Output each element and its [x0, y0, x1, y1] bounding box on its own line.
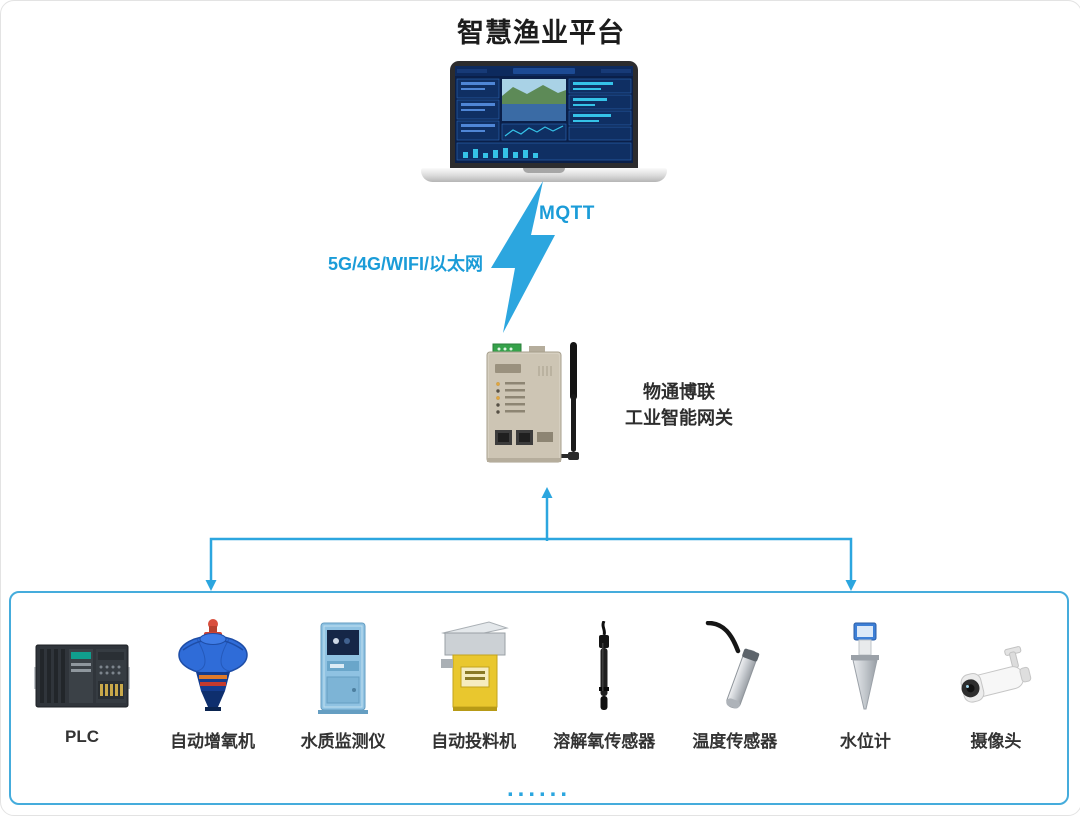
dissolved-oxygen-sensor-icon [591, 605, 617, 715]
antenna-icon [570, 342, 577, 400]
camera-icon [950, 605, 1042, 715]
gateway-icon [486, 342, 579, 463]
device-label: 温度传感器 [692, 732, 778, 751]
device-label: 自动增氧机 [170, 732, 256, 751]
device-label: 摄像头 [970, 732, 1022, 751]
device-item-auto-feeder: 自动投料机 [411, 605, 537, 803]
gateway-label-line2: 工业智能网关 [625, 408, 733, 428]
device-label: PLC [65, 727, 99, 746]
aerator-icon [171, 605, 255, 715]
temperature-sensor-icon [702, 605, 768, 715]
water-level-gauge-icon [839, 605, 891, 715]
laptop-screen [450, 61, 638, 169]
laptop-base [421, 168, 667, 182]
gateway-label: 物通博联 工业智能网关 [609, 379, 749, 431]
device-box: PLC 自动增氧机 [9, 591, 1069, 805]
bus-lines [209, 495, 853, 582]
device-item-aerator: 自动增氧机 [150, 605, 276, 803]
laptop-notch [523, 168, 565, 173]
plc-icon [34, 605, 130, 715]
device-label: 自动投料机 [431, 732, 517, 751]
auto-feeder-icon [431, 605, 517, 715]
gateway-device [471, 334, 591, 476]
device-label: 溶解氧传感器 [553, 732, 656, 751]
device-label: 水位计 [839, 732, 891, 751]
device-item-water-quality-monitor: 水质监测仪 [280, 605, 406, 803]
more-devices-ellipsis: ...... [506, 775, 571, 802]
device-item-water-level-gauge: 水位计 [802, 605, 928, 803]
page-title: 智慧渔业平台 [457, 18, 625, 48]
arrowheads [205, 487, 857, 591]
device-item-temperature-sensor: 温度传感器 [672, 605, 798, 803]
device-label: 水质监测仪 [300, 732, 386, 751]
device-item-dissolved-oxygen-sensor: 溶解氧传感器 [541, 605, 667, 803]
device-item-camera: 摄像头 [933, 605, 1059, 803]
device-item-plc: PLC [19, 605, 145, 803]
water-quality-monitor-icon [314, 605, 372, 715]
mqtt-protocol-label: MQTT [539, 203, 595, 224]
gateway-label-line1: 物通博联 [643, 382, 715, 402]
network-types-label: 5G/4G/WIFI/以太网 [327, 254, 483, 274]
platform-dashboard-screenshot [455, 66, 633, 163]
